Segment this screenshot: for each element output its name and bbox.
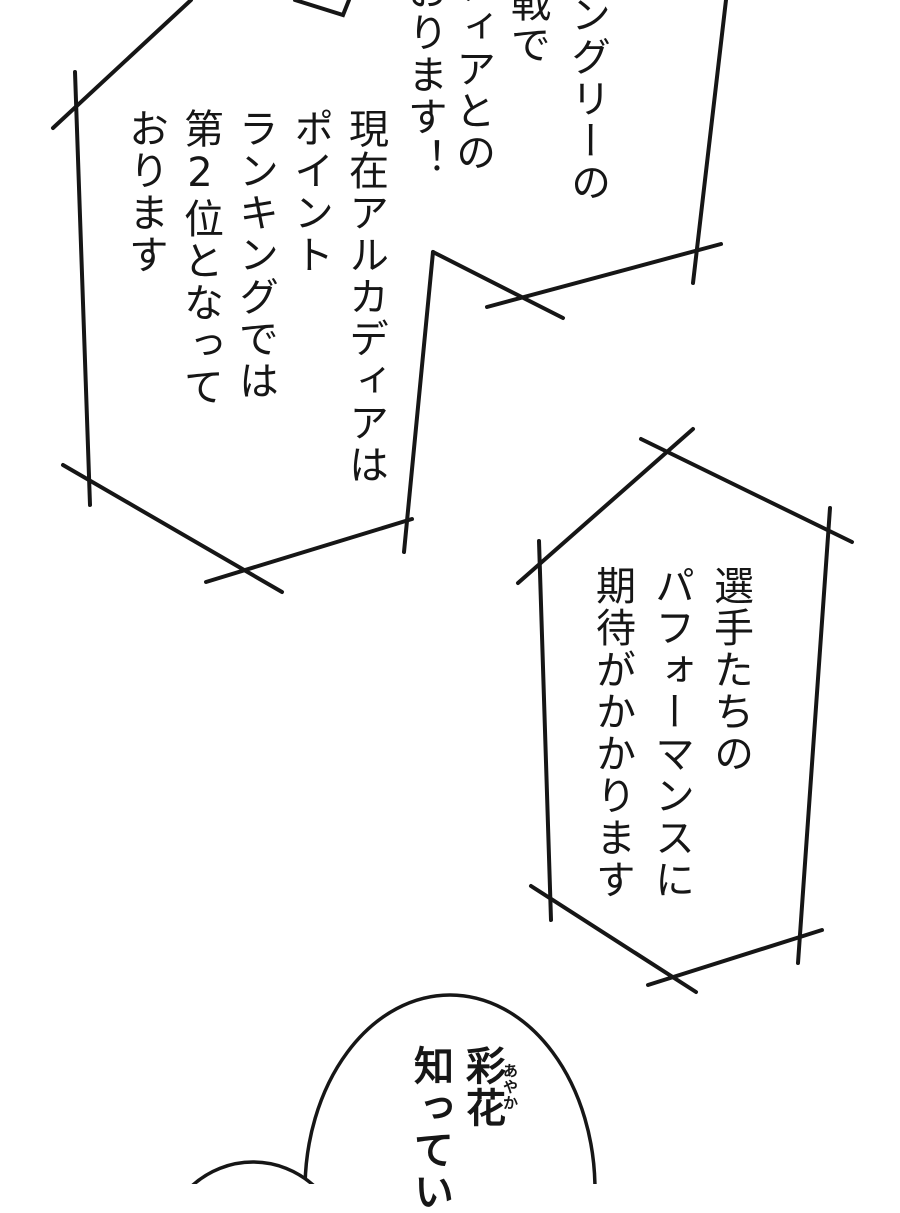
bubble-text-column: 戦で: [504, 0, 550, 66]
speech-bubble-outline-top-right: [485, 0, 728, 309]
bubble-text-column: パフォーマンスに: [648, 565, 694, 901]
speech-bubble-bottom: 彩花あやか 知ってい: [407, 1045, 519, 1213]
bubble-text-column: 知ってい: [407, 1045, 453, 1213]
bubble-text-column: 第2位となって: [177, 108, 223, 408]
bubble-text-column: おります: [122, 108, 168, 276]
manga-panel: ングリーの 戦で ディアとの おります！ 現在アルカディアは ポイント ランキン…: [51, 0, 854, 1213]
speech-bubble-top-left: 現在アルカディアは ポイント ランキングでは 第2位となって おります: [122, 108, 388, 486]
bubble-text-column: ディアとの: [449, 0, 495, 174]
bubble-text-column: おります！: [401, 0, 447, 180]
speech-bubble-top-right: ングリーの 戦で ディアとの おります！: [401, 0, 610, 204]
speech-bubble-outline-bottom-small: [191, 1160, 315, 1184]
bubble-text-column: 現在アルカディアは: [342, 108, 388, 486]
furigana: あやか: [501, 1045, 519, 1129]
bubble-text-column: 期待がかかります: [589, 565, 635, 901]
bubble-text-column: ングリーの: [564, 0, 610, 204]
bubble-text-column: ランキングでは: [232, 108, 278, 402]
speech-bubble-outline-top-left: [51, 0, 565, 594]
character-name: 彩花: [459, 1045, 505, 1129]
speech-bubble-outline-middle-right: [516, 427, 854, 994]
character-name-with-furigana: 彩花あやか: [459, 1045, 519, 1129]
speech-bubble-outline-bottom: [191, 993, 597, 1184]
bubble-outlines: [51, 0, 854, 1184]
bubble-text-column: 選手たちの: [707, 565, 753, 775]
speech-bubble-middle-right: 選手たちの パフォーマンスに 期待がかかります: [589, 565, 753, 901]
bubble-text-column: 彩花あやか: [459, 1045, 519, 1129]
bubble-text-column: ポイント: [287, 108, 333, 276]
